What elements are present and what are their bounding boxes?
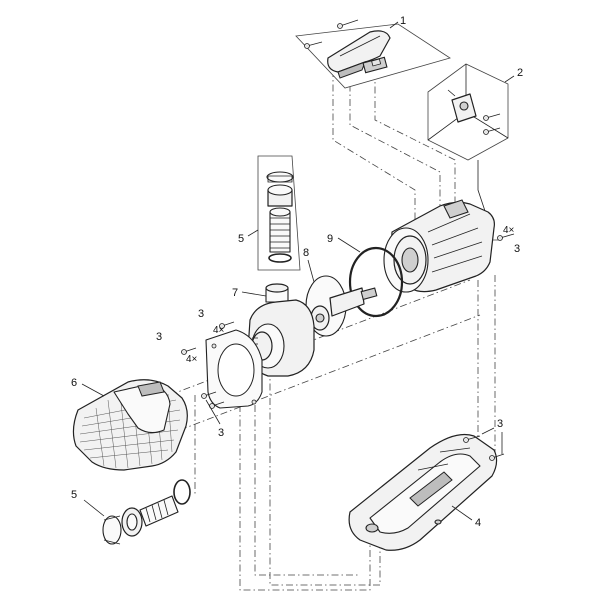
hose-nut [121, 507, 143, 537]
part-4-base-foot: 4 [348, 433, 498, 551]
part-5-hose-connector-set-lower: 5 [71, 479, 191, 545]
callout-3: 3 [514, 243, 520, 255]
callout-5: 5 [71, 489, 77, 501]
handle-cover [327, 30, 391, 79]
assembly-lines [169, 70, 500, 591]
quantity-4x: 4× [213, 325, 225, 336]
part-2-connector-plate-assembly: 2 [427, 63, 523, 221]
connector-screw [483, 127, 501, 135]
callout-3: 3 [218, 427, 224, 439]
part-8-rotor-impeller: 8 [303, 247, 378, 337]
connector-screw [483, 113, 501, 121]
callout-4: 4 [475, 517, 481, 529]
gasket-screw [201, 391, 225, 425]
callout-3: 3 [497, 418, 503, 430]
hose-tail-threaded [139, 495, 179, 527]
hose-seal-ring [268, 253, 292, 263]
handle-switch-block [362, 56, 388, 74]
quantity-4x: 4× [186, 354, 198, 365]
front-gasket-plate [205, 329, 263, 409]
handle-screw [304, 41, 323, 49]
part-5-hose-connector-set-upper: 5 [238, 155, 301, 271]
callout-9: 9 [327, 233, 333, 245]
hose-tail-threaded [269, 207, 291, 253]
gasket-screw [219, 321, 235, 329]
hose-seal-ring [173, 479, 191, 505]
base-screw [489, 453, 505, 461]
gasket-screw [181, 347, 197, 355]
part-9-o-ring: 9 [327, 233, 404, 318]
motor-screw [497, 233, 515, 241]
callout-7: 7 [232, 287, 238, 299]
hose-clamp [266, 171, 294, 183]
callout-1: 1 [400, 15, 406, 27]
part-1-handle-assembly: 1 [295, 15, 451, 89]
callout-3: 3 [198, 308, 204, 320]
callout-6: 6 [71, 377, 77, 389]
handle-screw [337, 19, 359, 29]
base-screw [463, 435, 481, 443]
connector-plate [447, 89, 477, 123]
hose-clamp [102, 515, 122, 545]
callout-2: 2 [517, 67, 523, 79]
quantity-4x: 4× [503, 225, 515, 236]
part-6-strainer-cage: 6 [71, 377, 188, 471]
callout-5: 5 [238, 233, 244, 245]
motor-housing [383, 199, 495, 293]
hose-nut [267, 184, 293, 207]
callout-3: 3 [156, 331, 162, 343]
callout-8: 8 [303, 247, 309, 259]
